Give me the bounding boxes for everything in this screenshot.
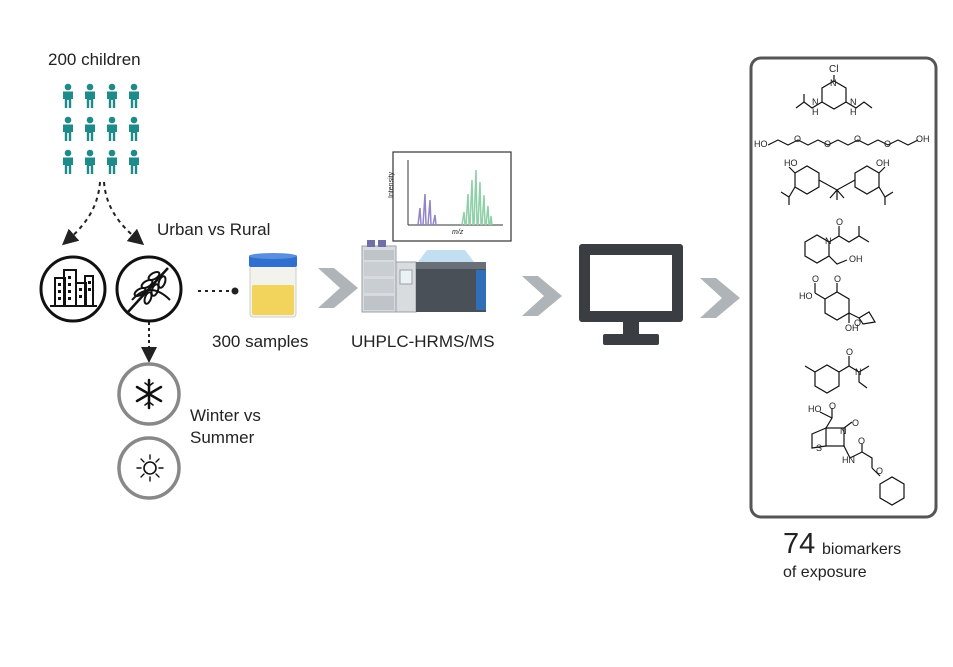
atom-label: N bbox=[855, 367, 862, 377]
instrument-label: UHPLC-HRMS/MS bbox=[351, 332, 495, 351]
atom-label: O bbox=[854, 318, 862, 328]
snowflake-icon bbox=[117, 362, 181, 426]
spectrum-y-label: Intensity bbox=[388, 171, 395, 198]
children-icon-grid bbox=[63, 83, 139, 174]
atom-label: N bbox=[850, 97, 857, 107]
atom-label: O bbox=[858, 436, 866, 446]
atom-label: H bbox=[812, 107, 819, 117]
atom-label: O bbox=[824, 139, 832, 149]
atom-label: HO bbox=[754, 139, 768, 149]
atom-label: O bbox=[876, 466, 884, 476]
atom-label: OH bbox=[876, 158, 890, 168]
biomarker-structures-box bbox=[749, 56, 938, 519]
atom-label: OH bbox=[916, 134, 930, 144]
city-icon bbox=[39, 255, 107, 323]
computer-monitor-icon bbox=[579, 244, 683, 345]
atom-label: O bbox=[846, 347, 854, 357]
atom-label: HO bbox=[808, 404, 822, 414]
atom-label: N bbox=[825, 236, 832, 246]
arrow-to-biomarkers bbox=[700, 278, 740, 318]
arrow-to-instrument bbox=[318, 268, 358, 308]
season-label-line1: Winter vs bbox=[190, 406, 261, 425]
biomarker-count: 74 bbox=[783, 528, 816, 560]
atom-label: O bbox=[836, 217, 844, 227]
arrow-to-computer bbox=[522, 276, 562, 316]
atom-label: O bbox=[829, 401, 837, 411]
biomarker-label-line2: of exposure bbox=[783, 564, 867, 581]
atom-label: O bbox=[812, 274, 820, 284]
sun-icon bbox=[117, 436, 181, 500]
atom-label: N bbox=[830, 78, 837, 88]
atom-label: Cl bbox=[829, 64, 839, 75]
atom-label: H bbox=[850, 107, 857, 117]
atom-label: O bbox=[854, 134, 862, 144]
atom-label: OH bbox=[845, 323, 859, 333]
samples-label: 300 samples bbox=[212, 332, 309, 351]
chemical-structures bbox=[767, 75, 919, 506]
sample-connector bbox=[198, 287, 239, 295]
atom-label: OH bbox=[849, 254, 863, 264]
atom-label: N bbox=[840, 426, 847, 436]
atom-label: O bbox=[884, 139, 892, 149]
split-arrows bbox=[62, 181, 145, 246]
atom-label: HO bbox=[784, 158, 798, 168]
urine-sample-icon bbox=[249, 253, 297, 318]
atom-label: HN bbox=[842, 455, 855, 465]
biomarker-label: biomarkers bbox=[822, 541, 902, 558]
atom-label: HO bbox=[799, 291, 813, 301]
uhplc-instrument-icon bbox=[361, 240, 486, 313]
season-label-line2: Summer bbox=[190, 428, 255, 447]
atom-label: N bbox=[812, 97, 819, 107]
children-count-label: 200 children bbox=[48, 50, 141, 69]
spectrum-x-label: m/z bbox=[452, 229, 464, 236]
mass-spectrum-panel bbox=[392, 151, 512, 242]
atom-label: O bbox=[794, 134, 802, 144]
atom-label: O bbox=[834, 274, 842, 284]
atom-label: O bbox=[852, 418, 860, 428]
atom-label: S bbox=[816, 443, 823, 453]
season-label: Winter vs Summer bbox=[190, 405, 300, 449]
wheat-icon bbox=[115, 255, 183, 323]
urban-rural-label: Urban vs Rural bbox=[157, 220, 271, 239]
